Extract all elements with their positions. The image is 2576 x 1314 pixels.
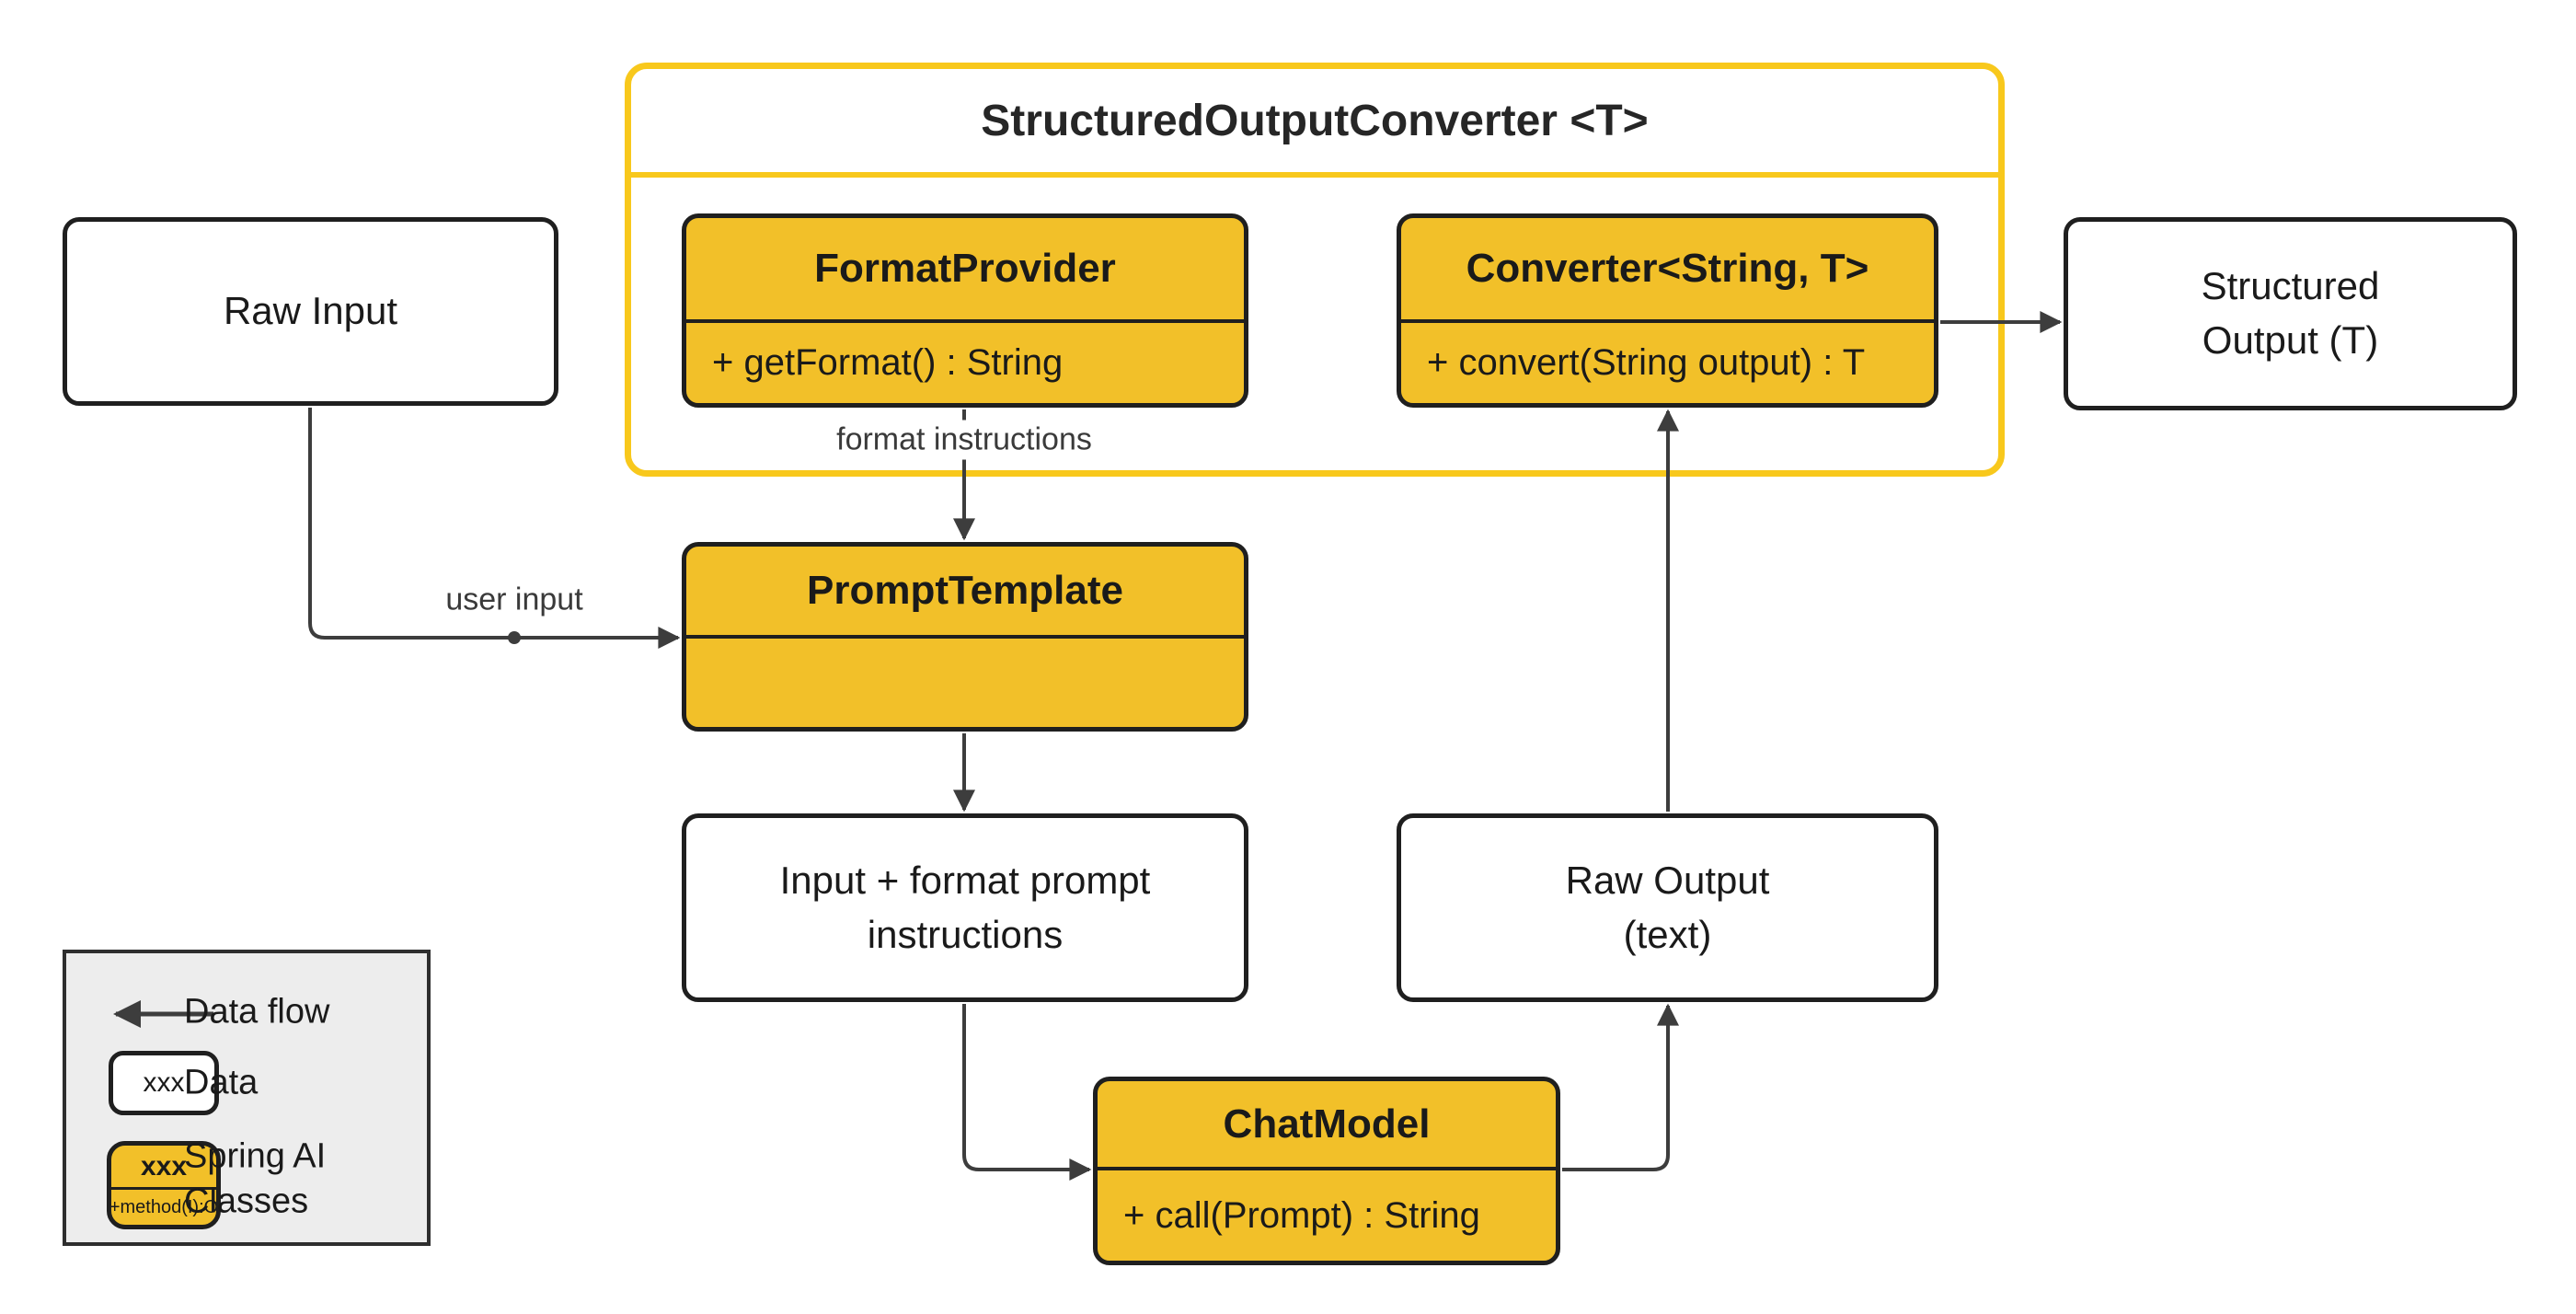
node-label-line: Output (T) [2202, 318, 2379, 362]
legend-label-line: Classes [184, 1182, 309, 1221]
edge-user-input-waypoint-dot [508, 631, 521, 644]
class-chat-model-title: ChatModel [1098, 1081, 1556, 1170]
legend-class-sample-method: +method(I):O [109, 1196, 219, 1217]
node-structured-output: Structured Output (T) [2064, 217, 2517, 410]
class-chat-model: ChatModel + call(Prompt) : String [1093, 1077, 1560, 1265]
class-prompt-template-title: PromptTemplate [686, 547, 1244, 639]
legend-data-label: Data [184, 1063, 259, 1102]
edge-input-to-chatmodel [962, 1004, 1092, 1181]
legend-label-line: Spring AI [184, 1136, 327, 1176]
node-raw-input: Raw Input [63, 217, 558, 406]
node-raw-output: Raw Output (text) [1397, 813, 1938, 1002]
class-format-provider-method: + getFormat() : String [712, 342, 1064, 383]
node-label-line: Raw Output [1565, 858, 1770, 902]
legend-class-sample-box: xxx +method(I):O [107, 1141, 221, 1229]
edge-chatmodel-to-rawoutput [1562, 1003, 1679, 1171]
container-title: StructuredOutputConverter <T> [631, 69, 1998, 178]
legend-spring-ai-classes-label: Spring AI Classes [184, 1135, 326, 1226]
edge-label-format-instructions: format instructions [823, 420, 1105, 460]
class-format-provider: FormatProvider + getFormat() : String [682, 213, 1248, 408]
node-label-line: (text) [1623, 912, 1712, 956]
edge-user-input [308, 408, 681, 649]
class-converter-title: Converter<String, T> [1401, 218, 1934, 323]
node-raw-input-label: Raw Input [223, 289, 398, 333]
class-converter: Converter<String, T> + convert(String ou… [1397, 213, 1938, 408]
node-label-line: Structured [2201, 264, 2380, 308]
legend-data-sample-box: xxx [109, 1051, 219, 1115]
class-converter-method: + convert(String output) : T [1427, 342, 1866, 383]
class-chat-model-method: + call(Prompt) : String [1123, 1194, 1480, 1236]
edge-label-user-input: user input [445, 582, 583, 617]
class-format-provider-title: FormatProvider [686, 218, 1244, 323]
node-label-line: instructions [867, 912, 1064, 956]
class-prompt-template-method-empty [686, 639, 1244, 727]
legend-class-sample-title: xxx [111, 1146, 216, 1190]
legend-data-sample-text: xxx [143, 1067, 185, 1098]
node-label-line: Input + format prompt [779, 858, 1151, 902]
class-prompt-template: PromptTemplate [682, 542, 1248, 732]
legend-data-flow-label: Data flow [184, 992, 330, 1032]
node-input-format-prompt: Input + format prompt instructions [682, 813, 1248, 1002]
